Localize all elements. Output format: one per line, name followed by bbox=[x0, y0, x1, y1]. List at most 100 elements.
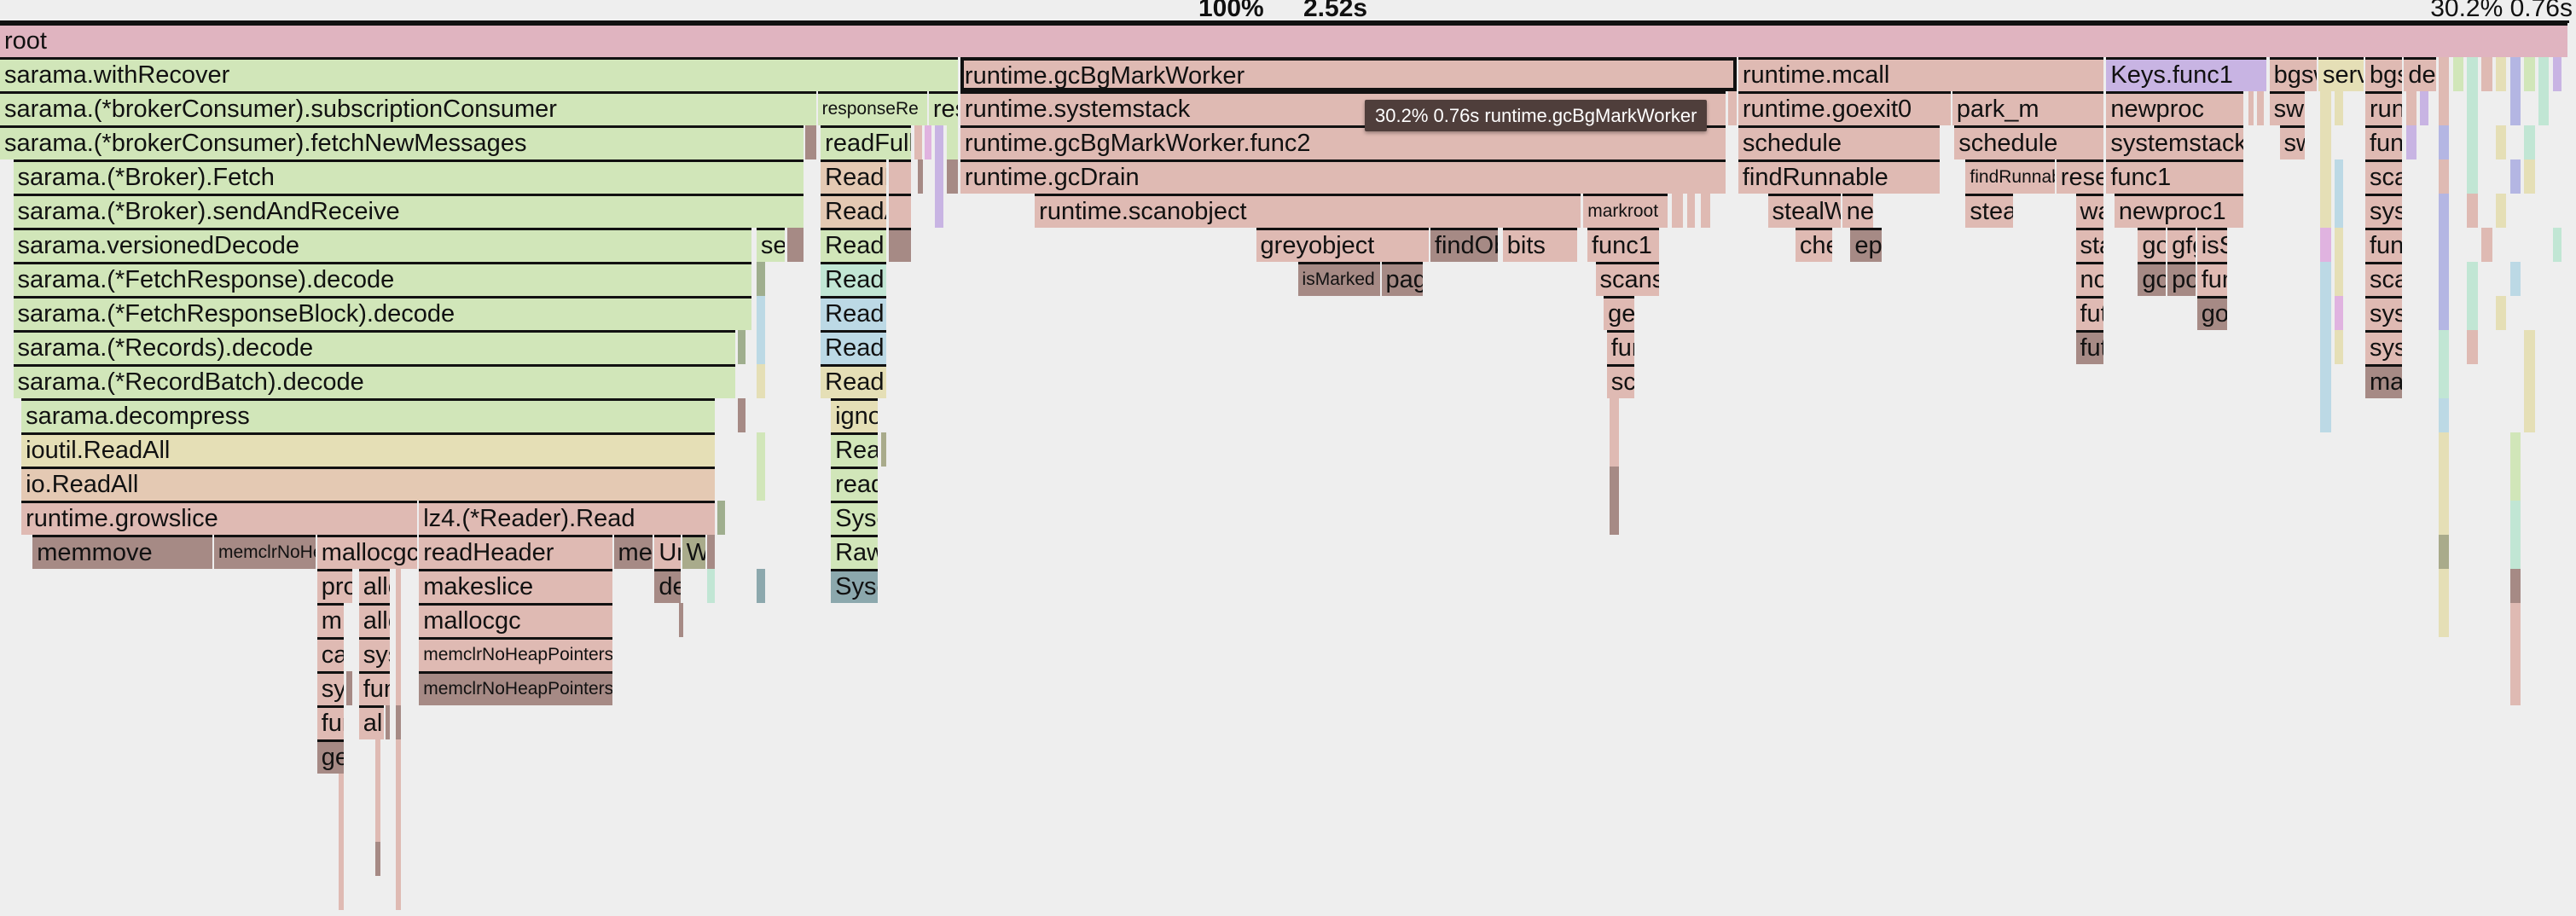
frame-mf[interactable]: mF bbox=[316, 603, 345, 637]
frame[interactable] bbox=[1610, 501, 1620, 535]
frame[interactable] bbox=[2439, 569, 2450, 603]
frame-memclrnoheappointers[interactable]: memclrNoHeapPointers bbox=[214, 535, 316, 569]
frame[interactable] bbox=[2439, 603, 2450, 637]
frame[interactable] bbox=[395, 671, 402, 705]
frame-mad[interactable]: mad bbox=[2364, 364, 2403, 398]
frame-sarama-brokerconsumer-fetchnewmessages[interactable]: sarama.(*brokerConsumer).fetchNewMessage… bbox=[0, 125, 804, 159]
frame-stack[interactable]: stack bbox=[2075, 228, 2104, 262]
frame[interactable] bbox=[2467, 262, 2478, 296]
frame[interactable] bbox=[2509, 603, 2521, 637]
frame-un[interactable]: Un bbox=[654, 535, 681, 569]
frame-markroot[interactable]: markroot bbox=[1583, 194, 1668, 228]
frame[interactable] bbox=[2320, 159, 2331, 194]
frame[interactable] bbox=[2248, 91, 2254, 125]
frame[interactable] bbox=[756, 262, 765, 296]
frame-dec[interactable]: dec bbox=[654, 569, 681, 603]
frame-mallocgc[interactable]: mallocgc bbox=[316, 535, 418, 569]
frame[interactable] bbox=[2495, 296, 2507, 330]
frame[interactable] bbox=[2320, 364, 2331, 398]
frame[interactable] bbox=[2439, 194, 2450, 228]
frame-findrunnable[interactable]: findRunnable bbox=[1738, 159, 1940, 194]
frame-serv[interactable]: serv bbox=[2318, 57, 2364, 91]
frame-sarama-records-decode[interactable]: sarama.(*Records).decode bbox=[13, 330, 736, 364]
frame-sys[interactable]: sys bbox=[358, 637, 390, 671]
frame-gos[interactable]: gos bbox=[2138, 262, 2167, 296]
frame-memmove[interactable]: memmove bbox=[32, 535, 212, 569]
frame-sys[interactable]: sys bbox=[316, 671, 345, 705]
frame[interactable] bbox=[917, 159, 924, 194]
frame-gfget[interactable]: gfget bbox=[2167, 228, 2196, 262]
frame[interactable] bbox=[2439, 501, 2450, 535]
frame-readheader[interactable]: readHeader bbox=[419, 535, 612, 569]
frame[interactable] bbox=[338, 808, 345, 842]
frame[interactable] bbox=[395, 569, 402, 603]
frame[interactable] bbox=[2439, 262, 2450, 296]
frame[interactable] bbox=[395, 739, 402, 774]
frame[interactable] bbox=[2335, 194, 2344, 228]
frame[interactable] bbox=[2481, 57, 2492, 91]
frame[interactable] bbox=[925, 125, 931, 159]
frame[interactable] bbox=[2467, 57, 2478, 91]
frame-read[interactable]: read bbox=[831, 467, 879, 501]
frame-sysunused[interactable]: sysUnused bbox=[2364, 296, 2403, 330]
frame[interactable] bbox=[756, 296, 765, 330]
frame-read[interactable]: Read bbox=[831, 432, 879, 467]
frame[interactable] bbox=[707, 569, 716, 603]
frame-func[interactable]: func bbox=[2364, 228, 2403, 262]
frame-runtime-growslice[interactable]: runtime.growslice bbox=[21, 501, 418, 535]
frame[interactable] bbox=[756, 467, 765, 501]
frame[interactable] bbox=[2405, 125, 2417, 159]
frame[interactable] bbox=[2439, 228, 2450, 262]
frame-allo[interactable]: allo bbox=[358, 603, 390, 637]
frame-cal[interactable]: cal bbox=[316, 637, 345, 671]
frame-wr[interactable]: Wr bbox=[682, 535, 706, 569]
frame[interactable] bbox=[1687, 194, 1695, 228]
frame-epoll[interactable]: epoll bbox=[1850, 228, 1882, 262]
frame-scav[interactable]: scav bbox=[2364, 262, 2403, 296]
frame[interactable] bbox=[1727, 91, 1737, 125]
frame-syst[interactable]: syst bbox=[2364, 194, 2403, 228]
frame[interactable] bbox=[2509, 91, 2521, 125]
frame-findobject[interactable]: findObject bbox=[1430, 228, 1499, 262]
frame-newproc[interactable]: newproc bbox=[2106, 91, 2243, 125]
frame-scanstack[interactable]: scanstack bbox=[1595, 262, 1660, 296]
frame[interactable] bbox=[1610, 432, 1620, 467]
frame-wake[interactable]: wake bbox=[2075, 194, 2104, 228]
frame-gos[interactable]: gos bbox=[2138, 228, 2167, 262]
frame-runtime-scanobject[interactable]: runtime.scanobject bbox=[1035, 194, 1581, 228]
frame-mallocgc[interactable]: mallocgc bbox=[419, 603, 612, 637]
frame-read[interactable]: Read bbox=[821, 364, 887, 398]
frame[interactable] bbox=[2509, 637, 2521, 671]
frame[interactable] bbox=[738, 398, 746, 432]
frame-sarama-broker-fetch[interactable]: sarama.(*Broker).Fetch bbox=[13, 159, 804, 194]
frame-bits[interactable]: bits bbox=[1502, 228, 1578, 262]
frame-sarama-versioneddecode[interactable]: sarama.versionedDecode bbox=[13, 228, 752, 262]
frame[interactable] bbox=[2509, 432, 2521, 467]
frame-root[interactable]: root bbox=[0, 23, 2567, 57]
frame-stealwork[interactable]: stealWork bbox=[1767, 194, 1841, 228]
frame[interactable] bbox=[1610, 467, 1620, 501]
frame[interactable] bbox=[2524, 159, 2535, 194]
frame-scav[interactable]: scav bbox=[2364, 159, 2403, 194]
frame[interactable] bbox=[738, 330, 746, 364]
frame[interactable] bbox=[756, 364, 765, 398]
frame[interactable] bbox=[2467, 330, 2478, 364]
frame-allo[interactable]: allo bbox=[358, 569, 390, 603]
frame[interactable] bbox=[395, 842, 402, 876]
frame-allo[interactable]: allo bbox=[358, 705, 384, 739]
frame-stealwork[interactable]: stealWork bbox=[1965, 194, 2013, 228]
frame-read[interactable]: Read bbox=[821, 262, 887, 296]
frame[interactable] bbox=[2439, 296, 2450, 330]
frame-sysc[interactable]: Sysc bbox=[831, 569, 879, 603]
frame-sysc[interactable]: Sysc bbox=[831, 501, 879, 535]
frame-schedule[interactable]: schedule bbox=[1954, 125, 2104, 159]
frame-sysunused[interactable]: sysUnused bbox=[2364, 330, 2403, 364]
frame-systemstack[interactable]: systemstack bbox=[2106, 125, 2243, 159]
frame-sarama-brokerconsumer-subscriptionconsumer[interactable]: sarama.(*brokerConsumer).subscriptionCon… bbox=[0, 91, 816, 125]
frame-pageindexof[interactable]: pageIndexOf bbox=[1381, 262, 1423, 296]
frame[interactable] bbox=[2335, 262, 2344, 296]
frame[interactable] bbox=[2439, 535, 2450, 569]
frame[interactable] bbox=[2509, 57, 2521, 91]
frame[interactable] bbox=[374, 842, 381, 876]
frame-bgsc[interactable]: bgsc bbox=[2364, 57, 2403, 91]
